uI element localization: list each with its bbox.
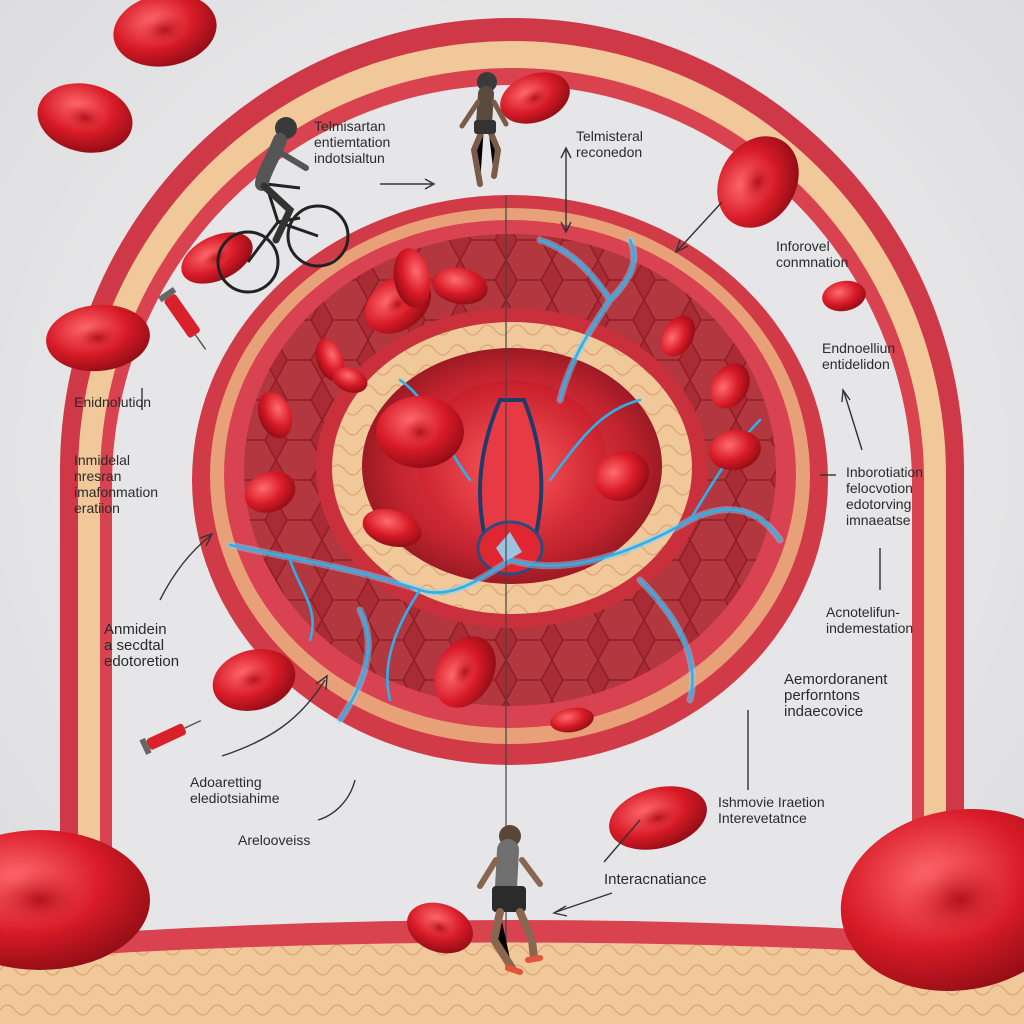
- label-line: Ishmovie Iraetion: [718, 794, 825, 810]
- label-line: Anmidein: [104, 621, 167, 638]
- label-line: Interevetatnce: [718, 810, 807, 826]
- label-line: Adoaretting: [190, 774, 262, 790]
- label-line: edotorving: [846, 496, 912, 512]
- label-line: Inborotiation: [846, 464, 924, 480]
- label-line: conmnation: [776, 254, 849, 270]
- label-left-5: Arelooveiss: [238, 832, 310, 848]
- label-line: indotsialtun: [314, 150, 385, 166]
- label-line: Inforovel: [776, 238, 830, 254]
- label-line: perforntons: [784, 687, 860, 704]
- runner-top-icon: [459, 72, 509, 187]
- label-line: Inmidelal: [74, 452, 131, 468]
- label-line: imnaeatse: [846, 512, 911, 528]
- label-line: Telmisartan: [314, 118, 386, 134]
- syringe-icon: [139, 286, 207, 755]
- label-right-4: Acnotelifun- indemestation: [826, 604, 913, 636]
- label-line: Interacnatiance: [604, 871, 707, 888]
- label-line: a secdtal: [104, 637, 165, 654]
- label-left-4: Adoaretting elediotsiahime: [190, 774, 280, 806]
- label-line: felocvotion: [846, 480, 913, 496]
- cyclist-icon: [216, 117, 350, 294]
- label-right-3: Inborotiation felocvotion edotorving imn…: [846, 464, 923, 528]
- label-line: Enidnolution: [74, 394, 152, 410]
- label-left-2: Inmidelal nresran imafonmation eratiion: [74, 452, 158, 516]
- label-right-6: Ishmovie Iraetion Interevetatnce: [718, 794, 825, 826]
- label-line: indaecovice: [784, 703, 864, 720]
- label-line: Acnotelifun-: [826, 604, 900, 620]
- label-bottom: Interacnatiance: [604, 872, 707, 888]
- label-line: entidelidon: [822, 356, 890, 372]
- label-left-3: Anmidein a secdtal edotoretion: [104, 622, 179, 670]
- label-line: edotoretion: [104, 653, 180, 670]
- label-left-1: Enidnolution: [74, 394, 151, 410]
- label-line: reconedon: [576, 144, 643, 160]
- label-line: entiemtation: [314, 134, 391, 150]
- label-line: Aemordoranent: [784, 671, 888, 688]
- blue-vein-network: [226, 236, 784, 724]
- label-right-2: Endnoelliun entidelidon: [822, 340, 895, 372]
- label-line: eratiion: [74, 500, 120, 516]
- label-line: Arelooveiss: [238, 832, 311, 848]
- label-right-5: Aemordoranent perforntons indaecovice: [784, 672, 887, 720]
- label-top-center: Telmisteral reconedon: [576, 128, 643, 160]
- label-top-left: Telmisartan entiemtation indotsialtun: [314, 118, 390, 166]
- runner-bottom-icon: [477, 825, 543, 975]
- label-line: indemestation: [826, 620, 914, 636]
- label-line: nresran: [74, 468, 122, 484]
- label-line: imafonmation: [74, 484, 159, 500]
- label-line: Endnoelliun: [822, 340, 896, 356]
- leader-arrows: [141, 146, 881, 917]
- label-line: Telmisteral: [576, 128, 643, 144]
- label-line: elediotsiahime: [190, 790, 280, 806]
- label-right-1: Inforovel conmnation: [776, 238, 848, 270]
